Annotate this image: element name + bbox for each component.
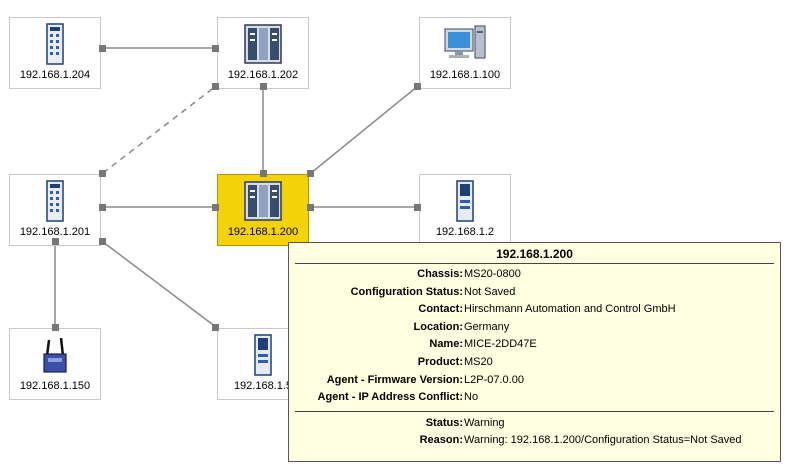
link-201-202[interactable] xyxy=(102,85,217,174)
link-201-15x[interactable] xyxy=(102,241,217,328)
tooltip-title: 192.168.1.200 xyxy=(496,247,573,261)
node-label: 192.168.1.150 xyxy=(19,380,91,392)
row-value: L2P-07.0.00 xyxy=(464,373,524,386)
row-value: MS20 xyxy=(464,355,493,368)
din-rail-switch-icon xyxy=(420,180,510,224)
connector-handle[interactable] xyxy=(99,238,106,245)
din-rail-switch-icon xyxy=(218,334,308,378)
row-value: No xyxy=(464,391,479,404)
row-key: Agent - IP Address Conflict: xyxy=(317,391,463,404)
connector-handle[interactable] xyxy=(260,83,267,90)
tooltip-divider xyxy=(295,263,774,264)
connector-handle[interactable] xyxy=(52,324,59,331)
row-value: MICE-2DD47E xyxy=(464,338,537,351)
tooltip-row-contact: Contact:Hirschmann Automation and Contro… xyxy=(289,301,780,319)
row-value: Hirschmann Automation and Control GmbH xyxy=(464,303,676,316)
node-label: 192.168.1.201 xyxy=(19,226,91,238)
node-label: 192.168.1.204 xyxy=(19,69,91,81)
device-node-192-168-1-200[interactable]: 192.168.1.200 xyxy=(217,174,309,246)
row-key: Agent - Firmware Version: xyxy=(326,373,463,386)
connector-handle[interactable] xyxy=(260,170,267,177)
node-label: 192.168.1.2 xyxy=(435,226,495,238)
connector-handle[interactable] xyxy=(52,238,59,245)
row-key: Chassis: xyxy=(417,268,463,280)
connector-handle[interactable] xyxy=(307,170,314,177)
row-key: Status: xyxy=(425,416,463,429)
tooltip-divider xyxy=(295,410,774,412)
wireless-access-point-icon xyxy=(10,334,100,378)
node-label: 192.168.1.100 xyxy=(429,69,501,81)
device-node-192-168-1-201[interactable]: 192.168.1.201 xyxy=(9,174,101,246)
connector-handle[interactable] xyxy=(212,324,219,331)
row-key: Contact: xyxy=(418,303,463,316)
tooltip-row-location: Location:Germany xyxy=(289,319,780,337)
tooltip-row-status: Status:Warning xyxy=(289,415,780,433)
tooltip-row-firmware: Agent - Firmware Version:L2P-07.0.00 xyxy=(289,372,780,390)
device-node-192-168-1-150[interactable]: 192.168.1.150 xyxy=(9,328,101,400)
node-label: 192.168.1.200 xyxy=(227,226,299,238)
modular-switch-icon xyxy=(218,23,308,67)
tooltip-row-name: Name:MICE-2DD47E xyxy=(289,336,780,354)
tooltip-row-chassis: Chassis:MS20-0800 xyxy=(289,266,780,284)
node-label: 192.168.1.202 xyxy=(227,69,299,81)
device-node-192-168-1-204[interactable]: 192.168.1.204 xyxy=(9,17,101,89)
row-key: Configuration Status: xyxy=(350,285,463,298)
connector-handle[interactable] xyxy=(212,83,219,90)
device-node-192-168-1-202[interactable]: 192.168.1.202 xyxy=(217,17,309,89)
row-key: Product: xyxy=(417,355,463,368)
node-label: 192.168.1.5 xyxy=(233,380,293,392)
row-key: Location: xyxy=(413,320,464,333)
connector-handle[interactable] xyxy=(99,170,106,177)
connector-handle[interactable] xyxy=(414,83,421,90)
connector-handle[interactable] xyxy=(212,204,219,211)
link-200-100[interactable] xyxy=(310,85,419,174)
tooltip-row-config-status: Configuration Status:Not Saved xyxy=(289,284,780,302)
row-value: Germany xyxy=(464,320,510,333)
computer-icon xyxy=(420,23,510,67)
connector-handle[interactable] xyxy=(307,204,314,211)
tooltip-row-reason: Reason:Warning: 192.168.1.200/Configurat… xyxy=(289,432,780,450)
device-node-192-168-1-100[interactable]: 192.168.1.100 xyxy=(419,17,511,89)
row-value: Warning xyxy=(464,416,505,429)
connector-handle[interactable] xyxy=(212,45,219,52)
connector-handle[interactable] xyxy=(414,204,421,211)
switch-rack-icon xyxy=(10,23,100,67)
tooltip-row-product: Product:MS20 xyxy=(289,354,780,372)
device-node-192-168-1-2[interactable]: 192.168.1.2 xyxy=(419,174,511,246)
connector-handle[interactable] xyxy=(99,204,106,211)
row-value: Not Saved xyxy=(464,285,516,298)
device-tooltip: 192.168.1.200 Chassis:MS20-0800 Configur… xyxy=(288,242,781,462)
modular-switch-icon xyxy=(218,180,308,224)
tooltip-row-ip-conflict: Agent - IP Address Conflict:No xyxy=(289,389,780,407)
row-key: Reason: xyxy=(419,434,463,447)
row-key: Name: xyxy=(429,338,463,351)
row-value: MS20-0800 xyxy=(464,268,521,280)
row-value: Warning: 192.168.1.200/Configuration Sta… xyxy=(464,434,742,447)
connector-handle[interactable] xyxy=(99,45,106,52)
switch-rack-icon xyxy=(10,180,100,224)
